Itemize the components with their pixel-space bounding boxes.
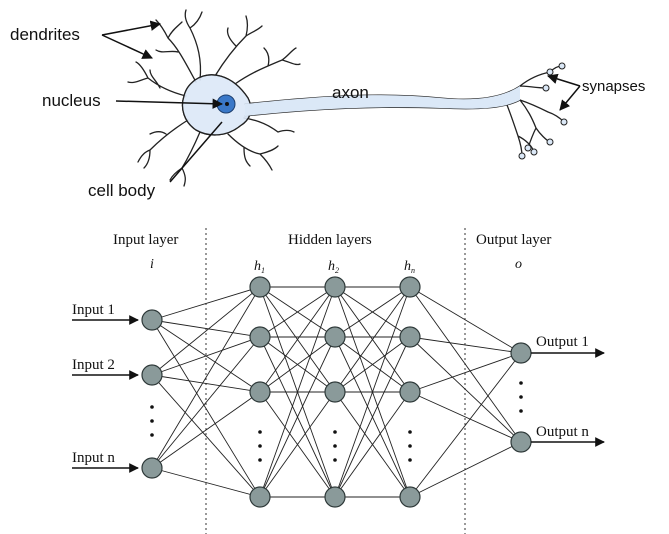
hidden-layer-2-symbol: h2: [328, 259, 339, 275]
output-layer-symbol: o: [515, 257, 522, 272]
hidden-n-node-3: [400, 382, 420, 402]
hidden-1-ellipsis-dot-2: [258, 444, 262, 448]
connection-input-1-to-hidden-1-4: [152, 320, 260, 497]
hidden-2-node-3: [325, 382, 345, 402]
nucleus-label: nucleus: [42, 91, 101, 110]
hidden-1-node-1: [250, 277, 270, 297]
input-ellipsis-dot-2: [150, 419, 154, 423]
hidden-2-node-1: [325, 277, 345, 297]
input-node-1: [142, 310, 162, 330]
output-ellipsis-dot-2: [519, 395, 523, 399]
input-node-2: [142, 365, 162, 385]
output-ellipsis-dot-1: [519, 381, 523, 385]
synapses-pointer-2: [560, 86, 580, 110]
hidden-n-node-2: [400, 327, 420, 347]
hidden-2-ellipsis-dot-1: [333, 430, 337, 434]
output-n-label: Output n: [536, 424, 589, 440]
hidden-1-node-2: [250, 327, 270, 347]
connection-hidden-n-2-to-output-2: [410, 337, 521, 442]
output-layer-title: Output layer: [476, 232, 551, 248]
output-ellipsis-dot-3: [519, 409, 523, 413]
hidden-n-ellipsis-dot-1: [408, 430, 412, 434]
connection-input-1-to-hidden-1-1: [152, 287, 260, 320]
input-ellipsis-dot-1: [150, 405, 154, 409]
hidden-2-ellipsis-dot-2: [333, 444, 337, 448]
axon-label: axon: [332, 83, 369, 102]
cell-body-label: cell body: [88, 181, 156, 200]
axon-fill: [245, 86, 520, 116]
hidden-n-node-4: [400, 487, 420, 507]
hidden-2-node-2: [325, 327, 345, 347]
input-ellipsis-dot-3: [150, 433, 154, 437]
dendrites-pointer-2: [102, 35, 152, 58]
hidden-2-node-4: [325, 487, 345, 507]
input-layer-symbol: i: [150, 257, 154, 272]
synapses-label: synapses: [582, 78, 645, 95]
network-nodes: [142, 277, 531, 507]
input-layer-title: Input layer: [113, 232, 178, 248]
hidden-1-node-3: [250, 382, 270, 402]
hidden-n-ellipsis-dot-3: [408, 458, 412, 462]
input-2-label: Input 2: [72, 357, 115, 373]
hidden-layers-title: Hidden layers: [288, 232, 372, 248]
hidden-1-ellipsis-dot-3: [258, 458, 262, 462]
output-1-label: Output 1: [536, 334, 589, 350]
output-node-2: [511, 432, 531, 452]
connection-input-3-to-hidden-1-4: [152, 468, 260, 497]
hidden-2-ellipsis-dot-3: [333, 458, 337, 462]
output-node-1: [511, 343, 531, 363]
synapses-pointer-1: [548, 76, 580, 86]
cell-body-pointer: [170, 122, 222, 182]
input-1-label: Input 1: [72, 302, 115, 318]
hidden-n-node-1: [400, 277, 420, 297]
dendrites-pointer-1: [102, 24, 160, 35]
hidden-1-ellipsis-dot-1: [258, 430, 262, 434]
dendrites-label: dendrites: [10, 25, 80, 44]
network-diagram: Input layer i Hidden layers h1 h2 hn Out…: [72, 228, 604, 534]
nucleus-center: [225, 102, 229, 106]
input-n-label: Input n: [72, 450, 115, 466]
synapse-boutons: [519, 63, 567, 159]
hidden-layer-1-symbol: h1: [254, 259, 265, 275]
hidden-layer-n-symbol: hn: [404, 259, 415, 275]
hidden-n-ellipsis-dot-2: [408, 444, 412, 448]
input-node-3: [142, 458, 162, 478]
hidden-1-node-4: [250, 487, 270, 507]
axon-terminals-shape: [505, 66, 564, 156]
